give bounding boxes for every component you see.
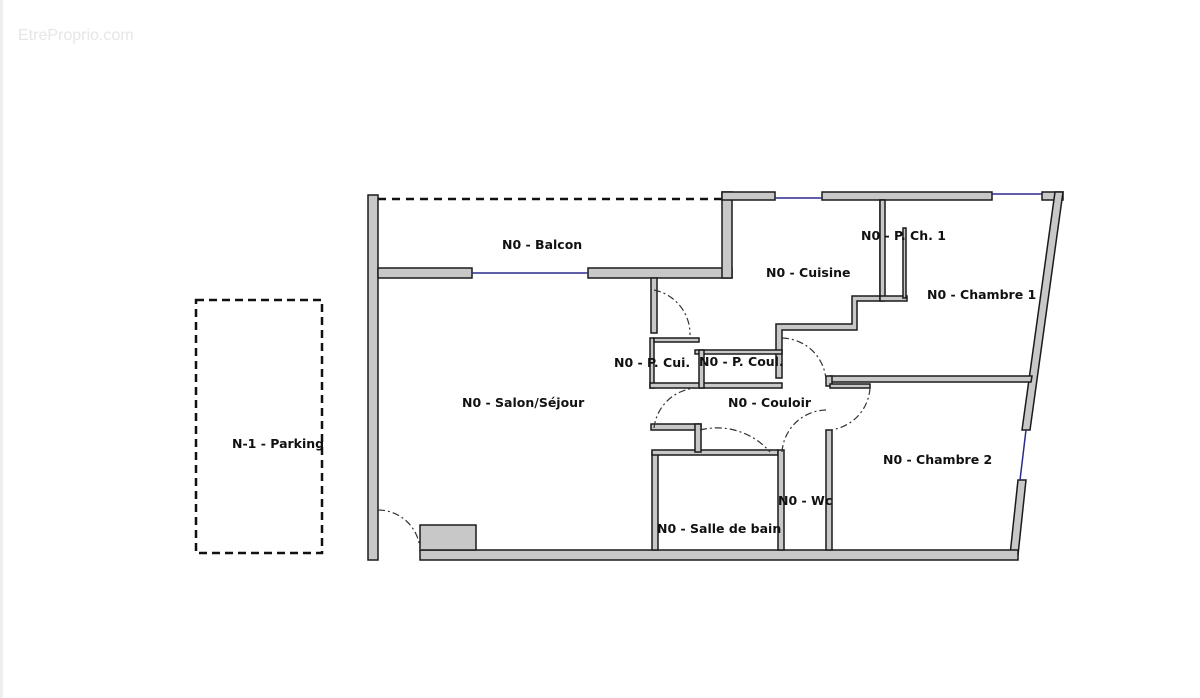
watermark: EtreProprio.com	[18, 27, 134, 44]
room-label-chambre2: N0 - Chambre 2	[883, 452, 992, 467]
door-swings	[377, 289, 871, 551]
room-label-chambre1: N0 - Chambre 1	[927, 287, 1036, 302]
room-label-couloir: N0 - Couloir	[728, 395, 812, 410]
room-label-placard-coul: N0 - P. Coul.	[699, 354, 784, 369]
left-border	[0, 0, 3, 698]
room-label-salon: N0 - Salon/Séjour	[462, 395, 585, 410]
room-label-cuisine: N0 - Cuisine	[766, 265, 851, 280]
room-label-placard-cui: N0 - P. Cui.	[614, 355, 690, 370]
room-label-placard-ch1: N0 - P. Ch. 1	[861, 228, 946, 243]
room-label-parking: N-1 - Parking	[232, 436, 324, 451]
room-label-balcon: N0 - Balcon	[502, 237, 582, 252]
parking-outline	[194, 298, 324, 555]
room-label-salle-de-bain: N0 - Salle de bain	[657, 521, 781, 536]
walls	[367, 191, 1064, 561]
windows	[472, 193, 1042, 481]
room-label-wc: N0 - Wc	[778, 493, 832, 508]
